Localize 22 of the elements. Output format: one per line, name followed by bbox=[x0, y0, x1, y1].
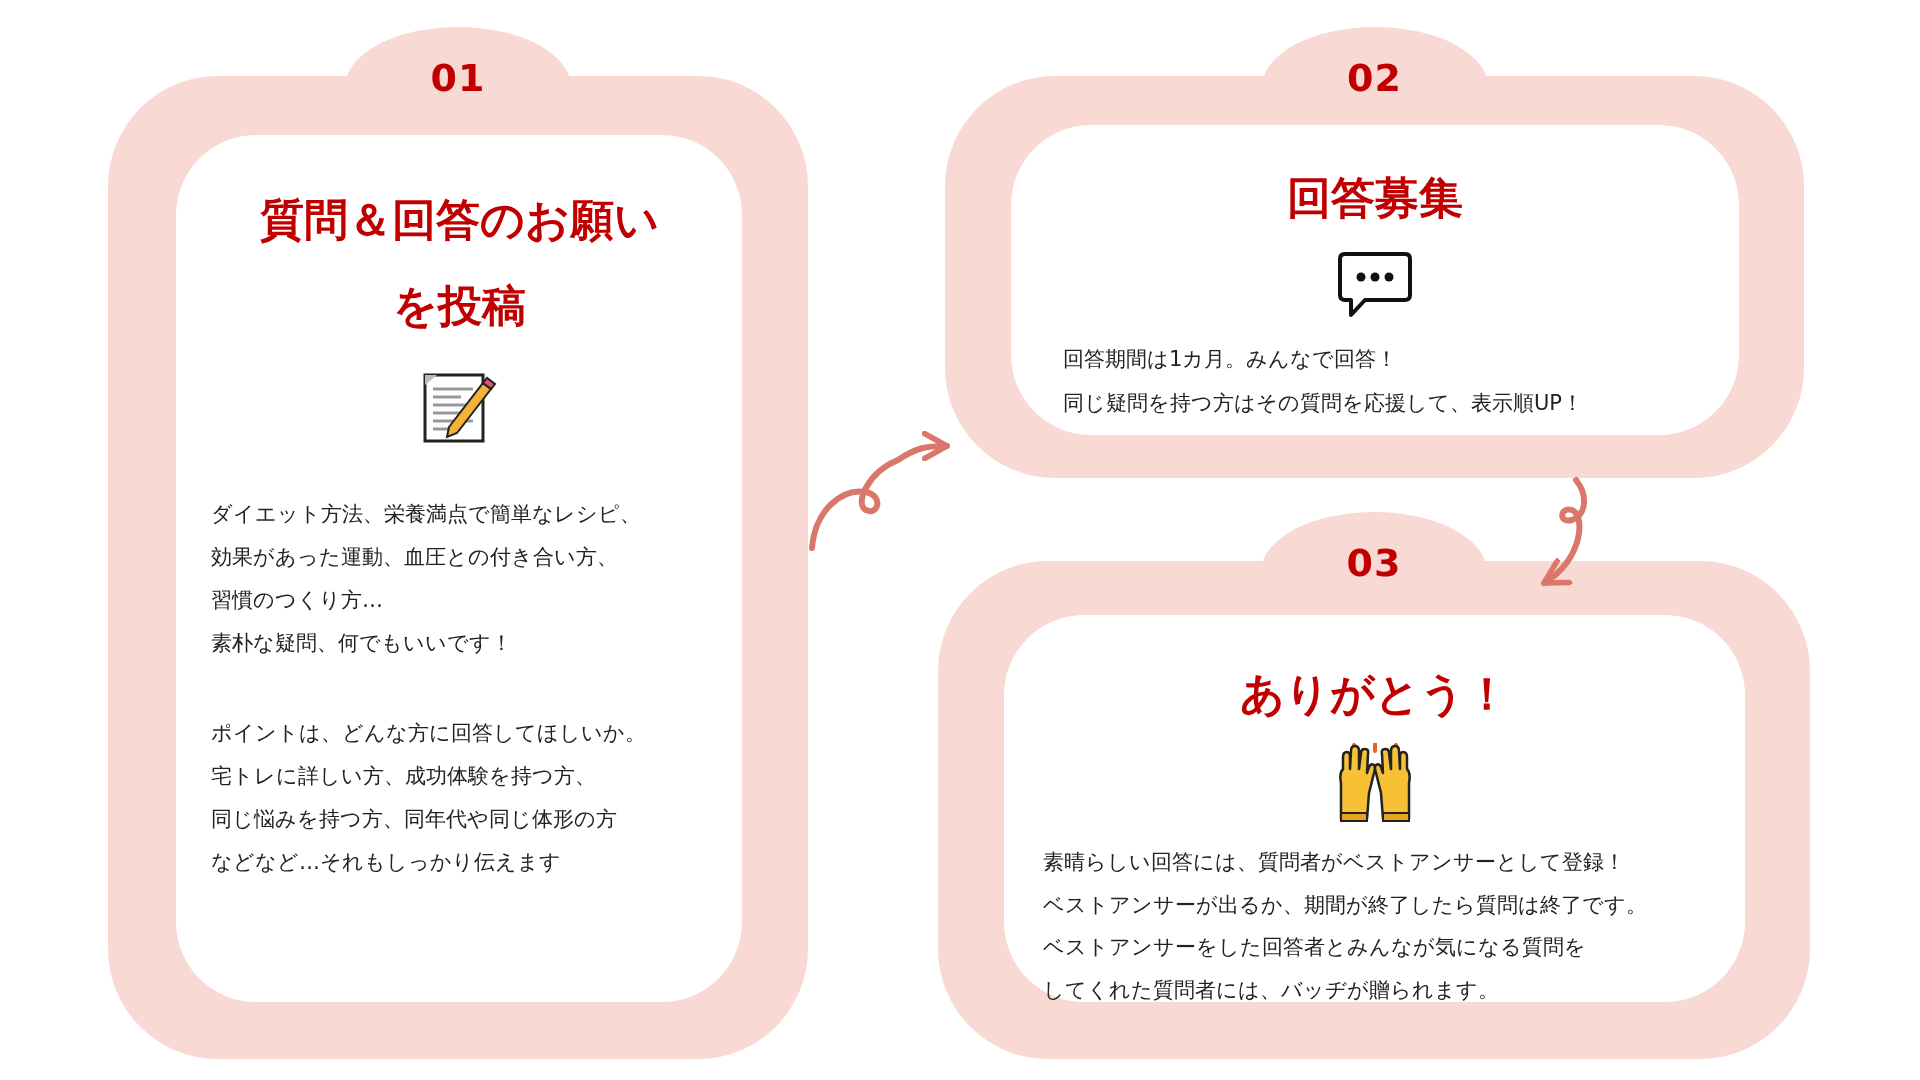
step-title: 質問＆回答のお願いを投稿 bbox=[258, 193, 660, 333]
body-text: ベストアンサーをした回答者とみんなが気になる質問を bbox=[1043, 934, 1587, 961]
body-text: 宅トレに詳しい方、成功体験を持つ方、 bbox=[211, 763, 597, 790]
body-text: ポイントは、どんな方に回答してほしいか。 bbox=[211, 720, 647, 747]
body-text: 効果があった運動、血圧との付き合い方、 bbox=[211, 544, 619, 571]
body-text: ダイエット方法、栄養満点で簡単なレシピ、 bbox=[211, 501, 642, 528]
step-title: 回答募集 bbox=[1287, 171, 1463, 225]
content-card bbox=[1004, 615, 1745, 1002]
content-card bbox=[1011, 125, 1739, 435]
body-text: 回答期間は1カ月。みんなで回答！ bbox=[1063, 346, 1399, 373]
body-text: 同じ疑問を持つ方はその質問を応援して、表示順UP！ bbox=[1063, 390, 1585, 417]
body-text: 素晴らしい回答には、質問者がベストアンサーとして登録！ bbox=[1043, 849, 1626, 876]
body-text: してくれた質問者には、バッヂが贈られます。 bbox=[1043, 976, 1500, 1004]
body-text: ベストアンサーが出るか、期間が終了したら質問は終了です。 bbox=[1043, 891, 1648, 919]
curly-arrow bbox=[809, 430, 950, 551]
curly-arrow bbox=[1541, 477, 1588, 586]
body-text: などなど…それもしっかり伝えます bbox=[211, 849, 562, 876]
body-text: 同じ悩みを持つ方、同年代や同じ体形の方 bbox=[211, 806, 618, 833]
content-card bbox=[176, 135, 742, 1002]
body-text: 習慣のつくり方… bbox=[211, 587, 384, 614]
body-text: 素朴な疑問、何でもいいです！ bbox=[211, 630, 513, 657]
step-title: ありがとう！ bbox=[1240, 667, 1509, 721]
